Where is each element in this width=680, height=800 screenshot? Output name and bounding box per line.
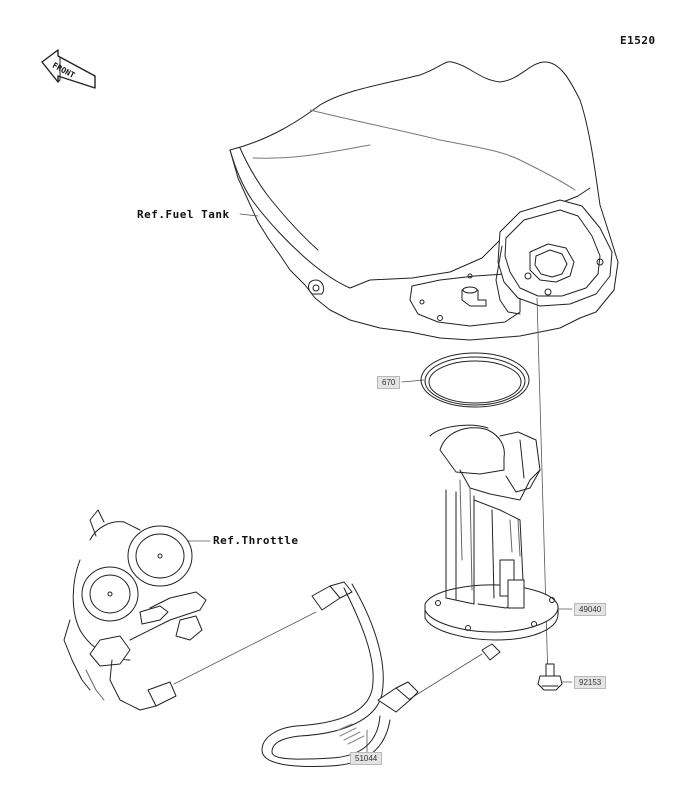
bolt	[537, 663, 563, 691]
part-number-bolt: 92153	[574, 676, 607, 689]
part-number-fuel-pump: 49040	[574, 603, 607, 616]
fuel-hose	[261, 581, 501, 767]
fuel-tank	[229, 61, 619, 341]
part-number-hose: 51044	[350, 752, 383, 765]
part-number-gasket: 670	[377, 376, 401, 389]
fuel-pump-assembly	[424, 424, 559, 641]
front-arrow-icon	[41, 49, 96, 89]
gasket-ring	[420, 352, 530, 408]
throttle-bodies	[63, 509, 207, 711]
ref-fuel-tank-label: Ref.Fuel Tank	[137, 208, 230, 221]
ref-throttle-label: Ref.Throttle	[213, 534, 299, 547]
diagram-code: E1520	[620, 34, 656, 47]
